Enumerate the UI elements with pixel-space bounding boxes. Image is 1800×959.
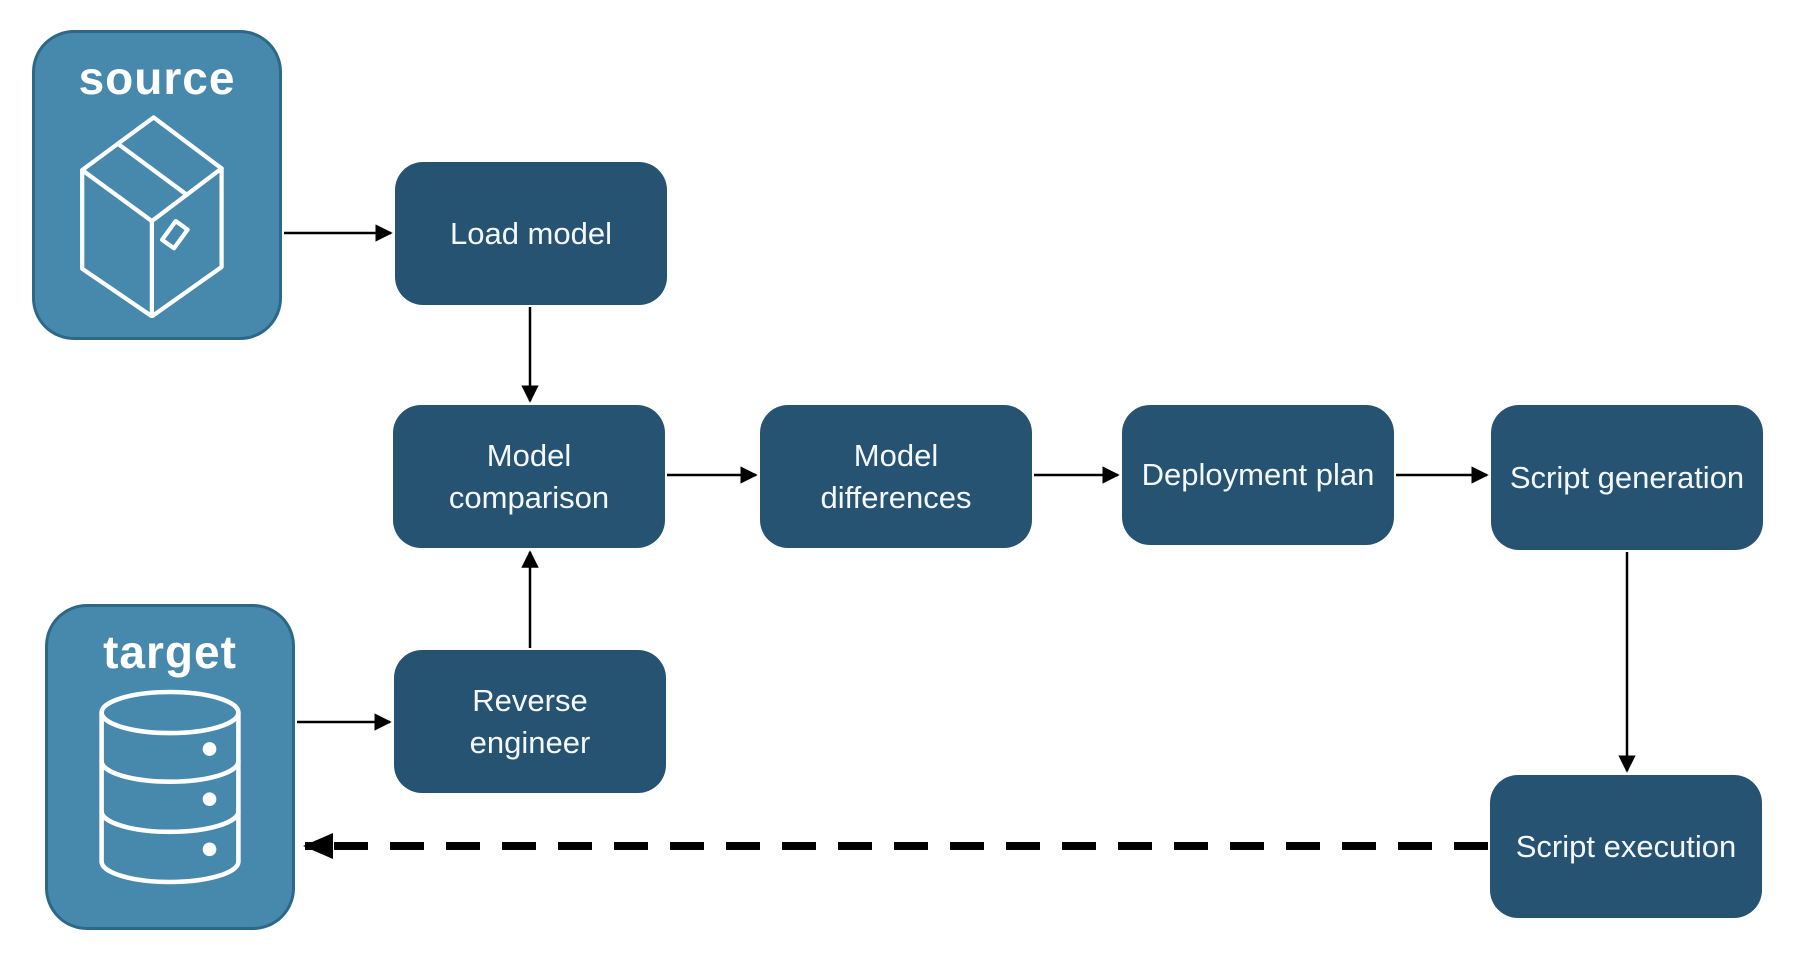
node-script-execution-label: Script execution bbox=[1515, 828, 1737, 864]
package-icon bbox=[80, 114, 224, 318]
node-deployment-plan-label: Deployment plan bbox=[1141, 457, 1375, 493]
node-load-model-label: Load model bbox=[449, 215, 612, 251]
node-model-comparison: Model comparison bbox=[393, 405, 665, 548]
node-model-differences-label: Model differences bbox=[820, 437, 972, 515]
node-reverse-engineer: Reverse engineer bbox=[394, 650, 666, 793]
node-script-execution: Script execution bbox=[1490, 775, 1762, 918]
target-endpoint: target bbox=[45, 604, 295, 930]
node-script-generation-label: Script generation bbox=[1509, 459, 1745, 495]
target-label: target bbox=[103, 626, 237, 678]
node-model-comparison-label: Model comparison bbox=[448, 437, 610, 515]
node-reverse-engineer-label: Reverse engineer bbox=[469, 682, 591, 760]
node-load-model: Load model bbox=[395, 162, 667, 305]
source-endpoint: source bbox=[32, 30, 282, 340]
node-deployment-plan: Deployment plan bbox=[1122, 405, 1394, 545]
source-label: source bbox=[78, 52, 236, 104]
database-icon bbox=[99, 689, 241, 884]
node-script-generation: Script generation bbox=[1491, 405, 1763, 550]
node-model-differences: Model differences bbox=[760, 405, 1032, 548]
